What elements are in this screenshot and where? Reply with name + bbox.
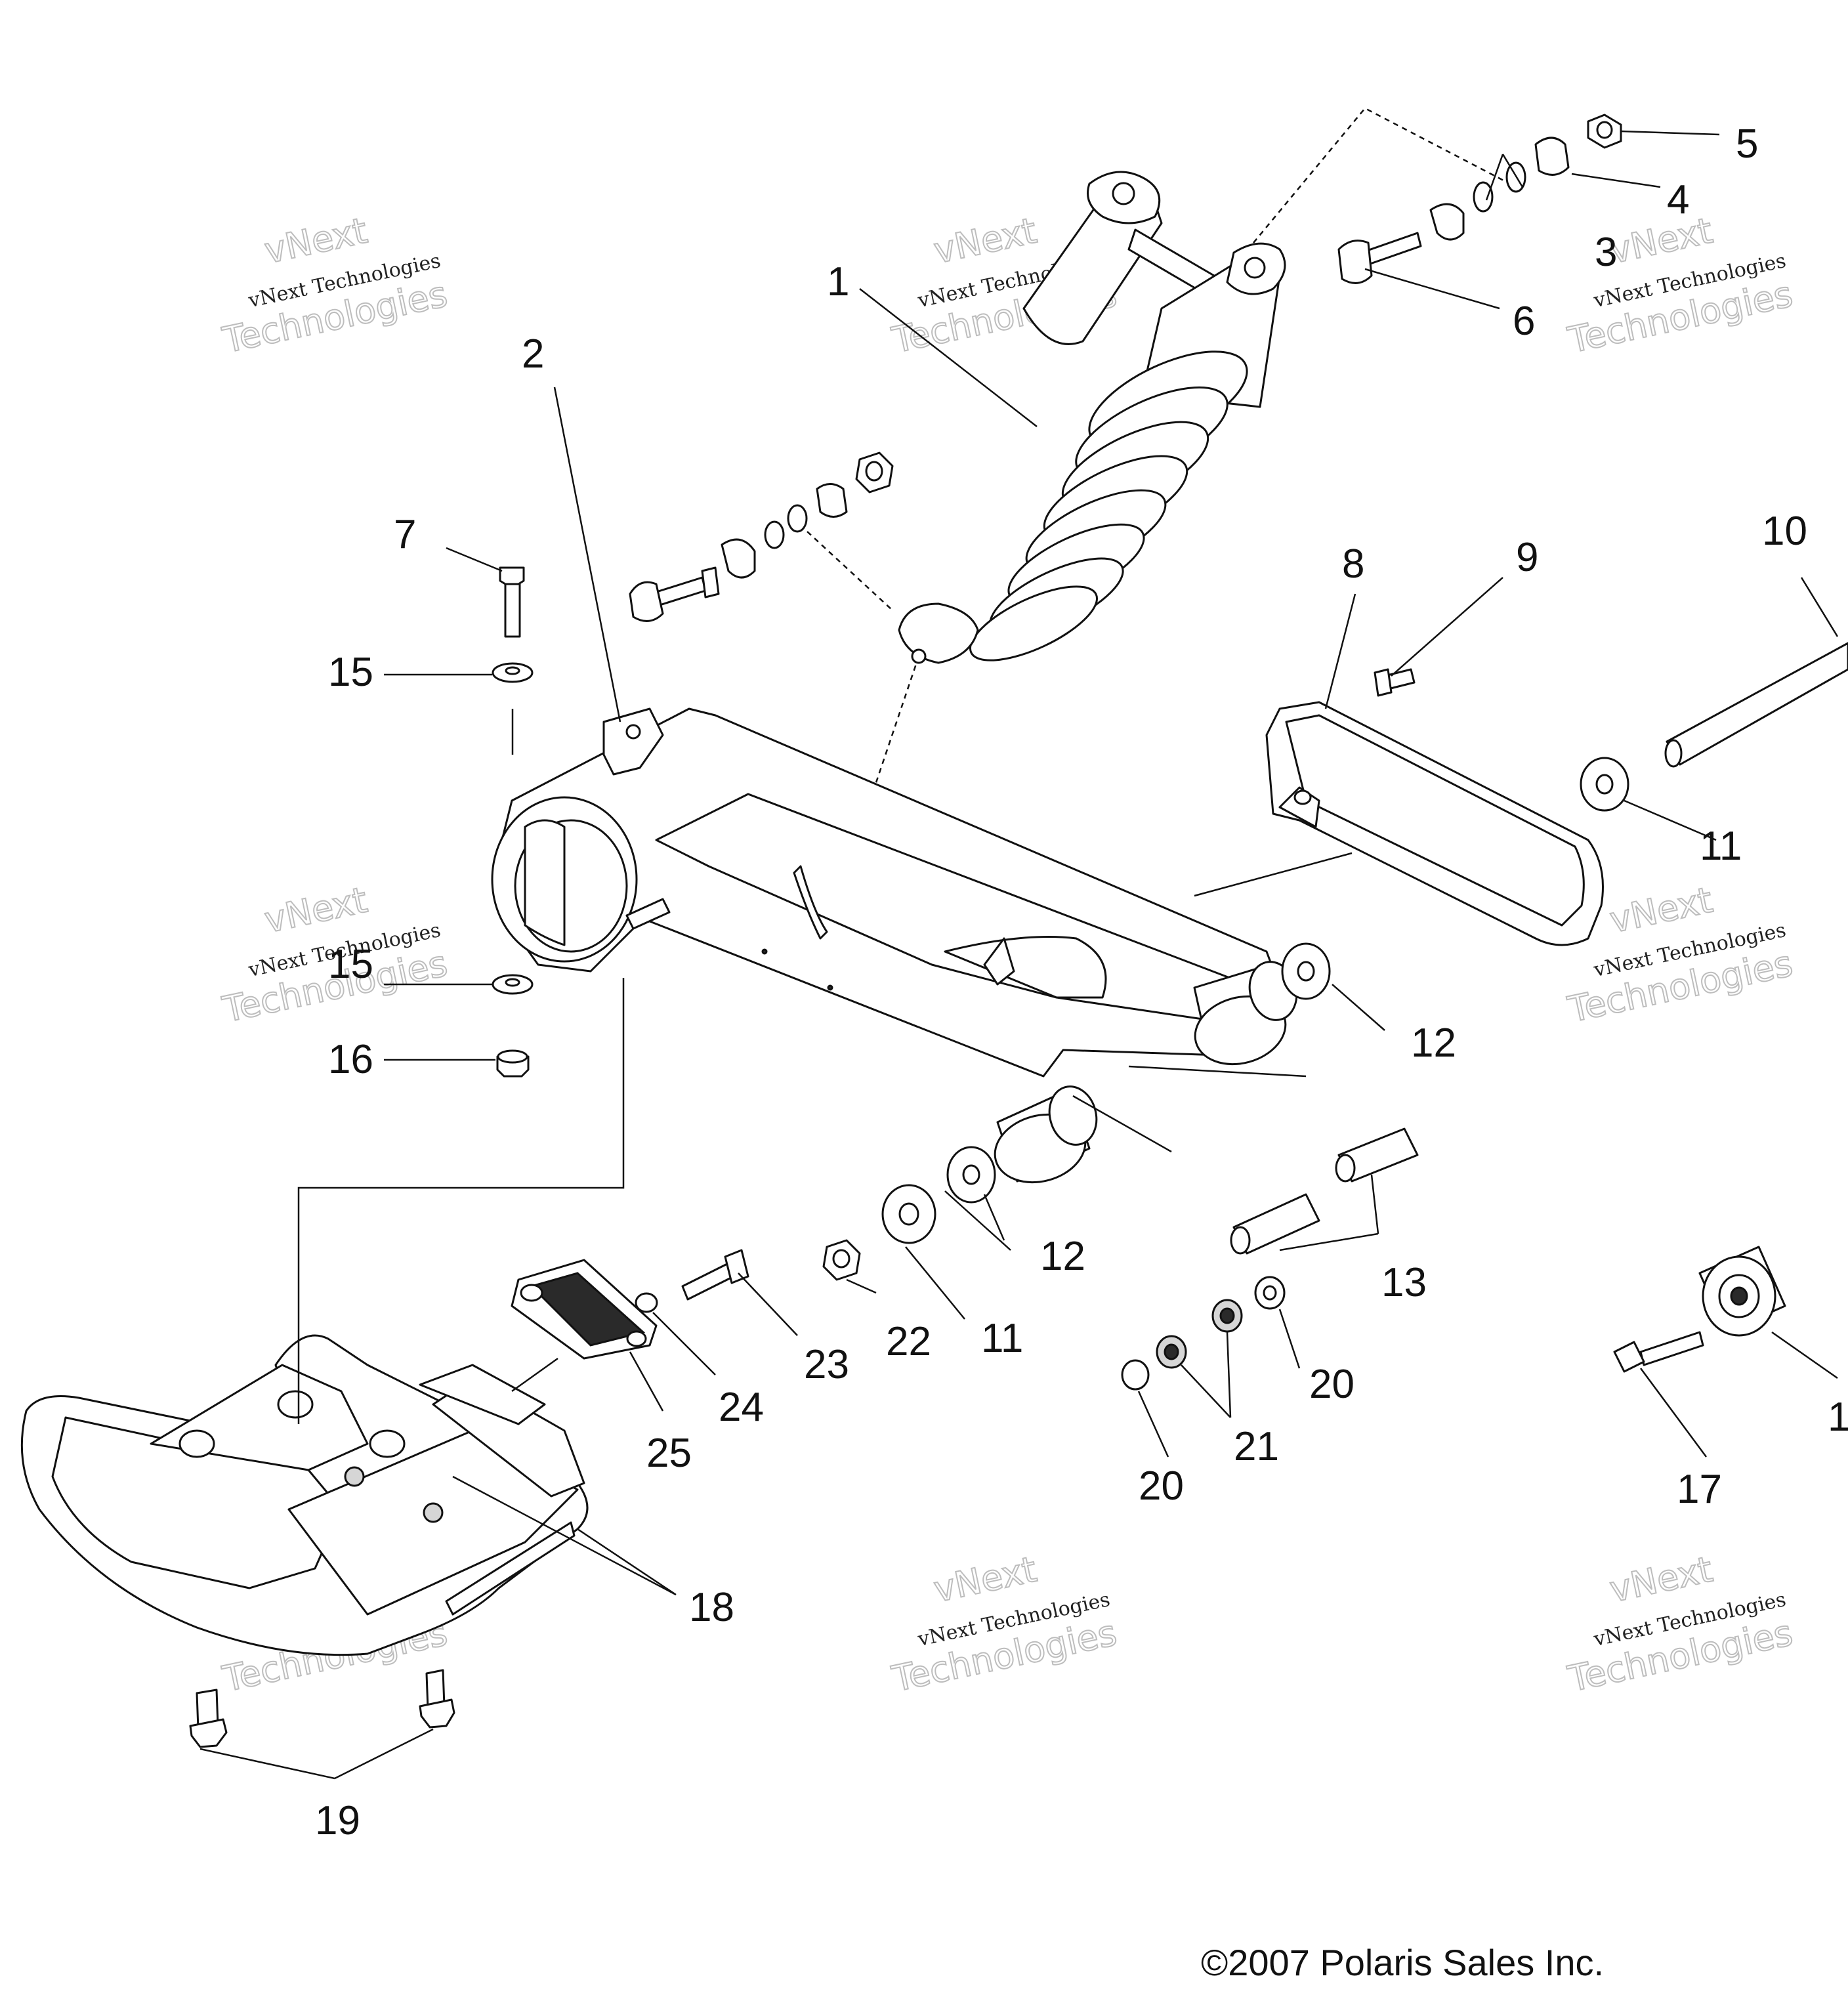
svg-text:vNext: vNext bbox=[1606, 1549, 1716, 1610]
bumper-block bbox=[511, 1259, 658, 1360]
callout-14: 1 bbox=[1828, 1395, 1848, 1440]
callout-8: 8 bbox=[1342, 541, 1364, 587]
callout-9: 9 bbox=[1516, 535, 1538, 580]
svg-text:vNext: vNext bbox=[931, 1549, 1040, 1610]
callout-10: 10 bbox=[1762, 509, 1807, 554]
svg-text:vNext: vNext bbox=[1606, 879, 1716, 941]
callout-3: 3 bbox=[1595, 230, 1617, 275]
pivot-washers-bushings bbox=[881, 942, 1419, 1255]
callout-20: 20 bbox=[1139, 1463, 1184, 1509]
rear-pivot-hardware bbox=[635, 1239, 861, 1313]
leader-lines bbox=[200, 130, 1839, 1780]
swing-arm bbox=[491, 707, 1298, 1184]
callout-7: 7 bbox=[394, 512, 416, 557]
copyright-notice: ©2007 Polaris Sales Inc. bbox=[1201, 1942, 1604, 1983]
callout-11: 11 bbox=[981, 1316, 1023, 1361]
callout-15: 15 bbox=[328, 942, 373, 987]
callout-5: 5 bbox=[1736, 121, 1758, 167]
callout-4: 4 bbox=[1667, 177, 1689, 222]
svg-text:vNext: vNext bbox=[931, 210, 1040, 272]
callout-25: 25 bbox=[646, 1431, 692, 1476]
callout-16: 16 bbox=[328, 1037, 373, 1082]
callout-6: 6 bbox=[1513, 299, 1535, 344]
callout-2: 2 bbox=[522, 331, 544, 377]
callout-19: 19 bbox=[315, 1798, 360, 1843]
callout-24: 24 bbox=[719, 1385, 764, 1430]
callout-11: 11 bbox=[1700, 824, 1742, 869]
callout-15: 15 bbox=[328, 650, 373, 695]
callout-12: 12 bbox=[1411, 1020, 1456, 1066]
svg-text:vNext: vNext bbox=[261, 210, 371, 272]
svg-text:vNext: vNext bbox=[261, 879, 371, 941]
callout-23: 23 bbox=[804, 1342, 849, 1387]
callout-20: 20 bbox=[1309, 1362, 1354, 1407]
watermark: vNext vNext Technologies Technologies bbox=[219, 209, 452, 362]
watermark: vNext vNext Technologies Technologies bbox=[1564, 1548, 1797, 1701]
callout-12: 12 bbox=[1040, 1234, 1085, 1279]
axle bbox=[1580, 642, 1848, 812]
shock-absorber bbox=[898, 171, 1286, 664]
callout-17: 17 bbox=[1677, 1467, 1722, 1512]
assembly-guides bbox=[807, 107, 1523, 900]
skid-plate bbox=[20, 1334, 589, 1656]
shock-upper-hardware bbox=[1337, 114, 1622, 284]
callout-18: 18 bbox=[689, 1585, 734, 1630]
svg-text:vNext: vNext bbox=[1606, 210, 1716, 272]
pivot-bolt-hardware bbox=[492, 566, 534, 1078]
pivot-seals-bearings bbox=[1121, 1276, 1286, 1391]
chain-guard bbox=[1265, 668, 1604, 946]
watermark: vNext vNext Technologies Technologies bbox=[219, 879, 452, 1032]
callout-13: 13 bbox=[1381, 1260, 1427, 1305]
callout-22: 22 bbox=[886, 1319, 931, 1364]
watermark: vNext vNext Technologies Technologies bbox=[888, 1548, 1121, 1701]
callout-1: 1 bbox=[827, 259, 849, 304]
shock-lower-hardware bbox=[629, 452, 894, 622]
skid-plate-bolts bbox=[189, 1669, 455, 1748]
track-roller bbox=[1613, 1246, 1786, 1373]
callout-21: 21 bbox=[1234, 1424, 1279, 1469]
callout-labels: 1 2 3 4 5 6 7 8 9 10 11 11 12 12 13 1 15… bbox=[315, 121, 1848, 1843]
